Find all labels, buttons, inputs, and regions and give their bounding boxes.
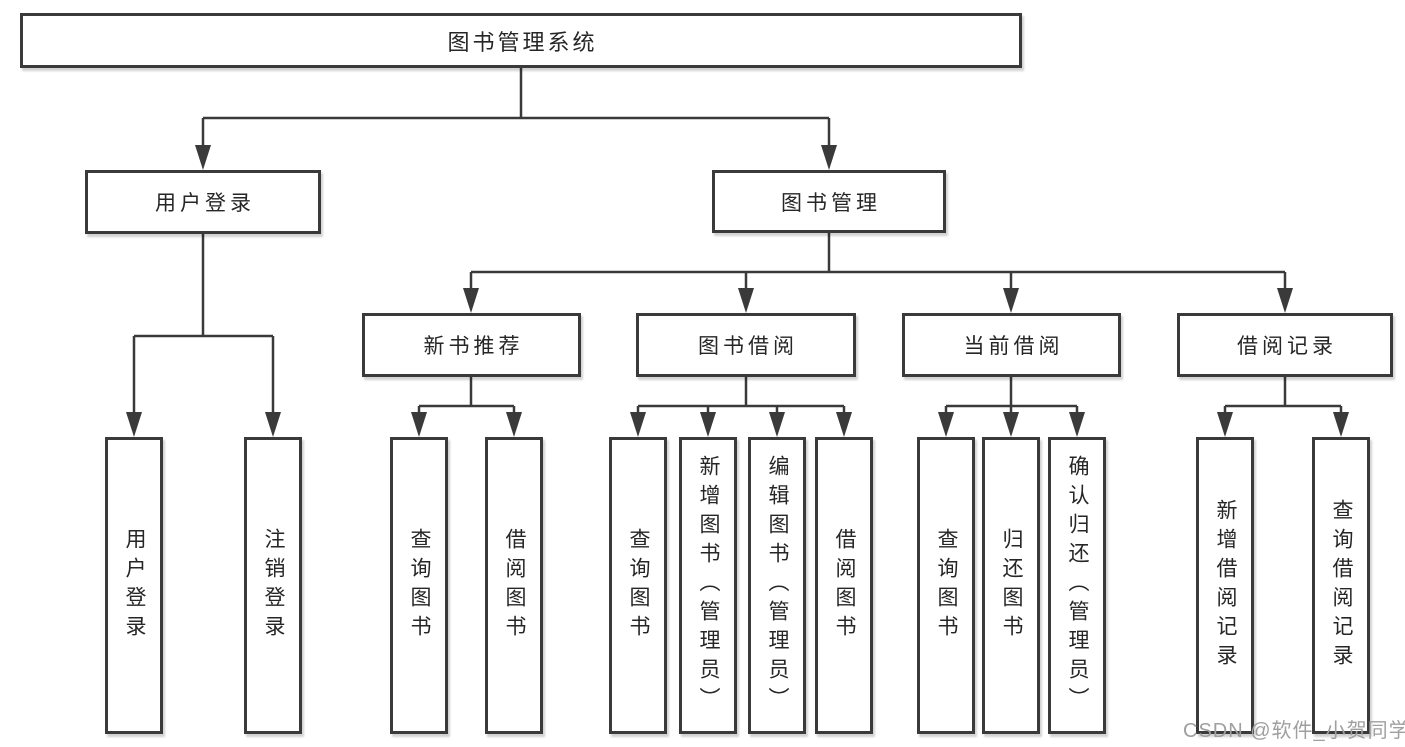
node-new-book-recommendation: 新书推荐 xyxy=(362,313,581,377)
leaf-query-books-current: 查询图书 xyxy=(917,437,975,734)
connector-lines xyxy=(132,68,1343,416)
leaf-borrow-books-recommend: 借阅图书 xyxy=(485,437,543,734)
connector-arrowheads xyxy=(126,145,1349,437)
node-user-login: 用户登录 xyxy=(85,170,321,234)
leaf-add-borrow-record: 新增借阅记录 xyxy=(1196,437,1254,734)
leaf-user-login: 用户登录 xyxy=(105,437,163,734)
leaf-query-borrow-record: 查询借阅记录 xyxy=(1312,437,1370,734)
watermark-text: CSDN @软件_小贺同学 xyxy=(1183,720,1405,742)
leaf-confirm-return-admin: 确认归还（管理员） xyxy=(1048,437,1106,734)
node-book-borrowing: 图书借阅 xyxy=(636,313,856,377)
leaf-edit-book-admin: 编辑图书（管理员） xyxy=(748,437,806,734)
node-borrowing-records: 借阅记录 xyxy=(1177,313,1393,377)
leaf-borrow-books-borrowing: 借阅图书 xyxy=(815,437,873,734)
node-current-borrowing: 当前借阅 xyxy=(902,313,1121,377)
node-library-management-system: 图书管理系统 xyxy=(20,13,1022,68)
leaf-return-books: 归还图书 xyxy=(982,437,1040,734)
node-book-management: 图书管理 xyxy=(712,170,946,233)
leaf-logout: 注销登录 xyxy=(244,437,302,734)
leaf-query-books-borrowing: 查询图书 xyxy=(609,437,667,734)
leaf-query-books-recommend: 查询图书 xyxy=(390,437,448,734)
leaf-add-book-admin: 新增图书（管理员） xyxy=(679,437,737,734)
